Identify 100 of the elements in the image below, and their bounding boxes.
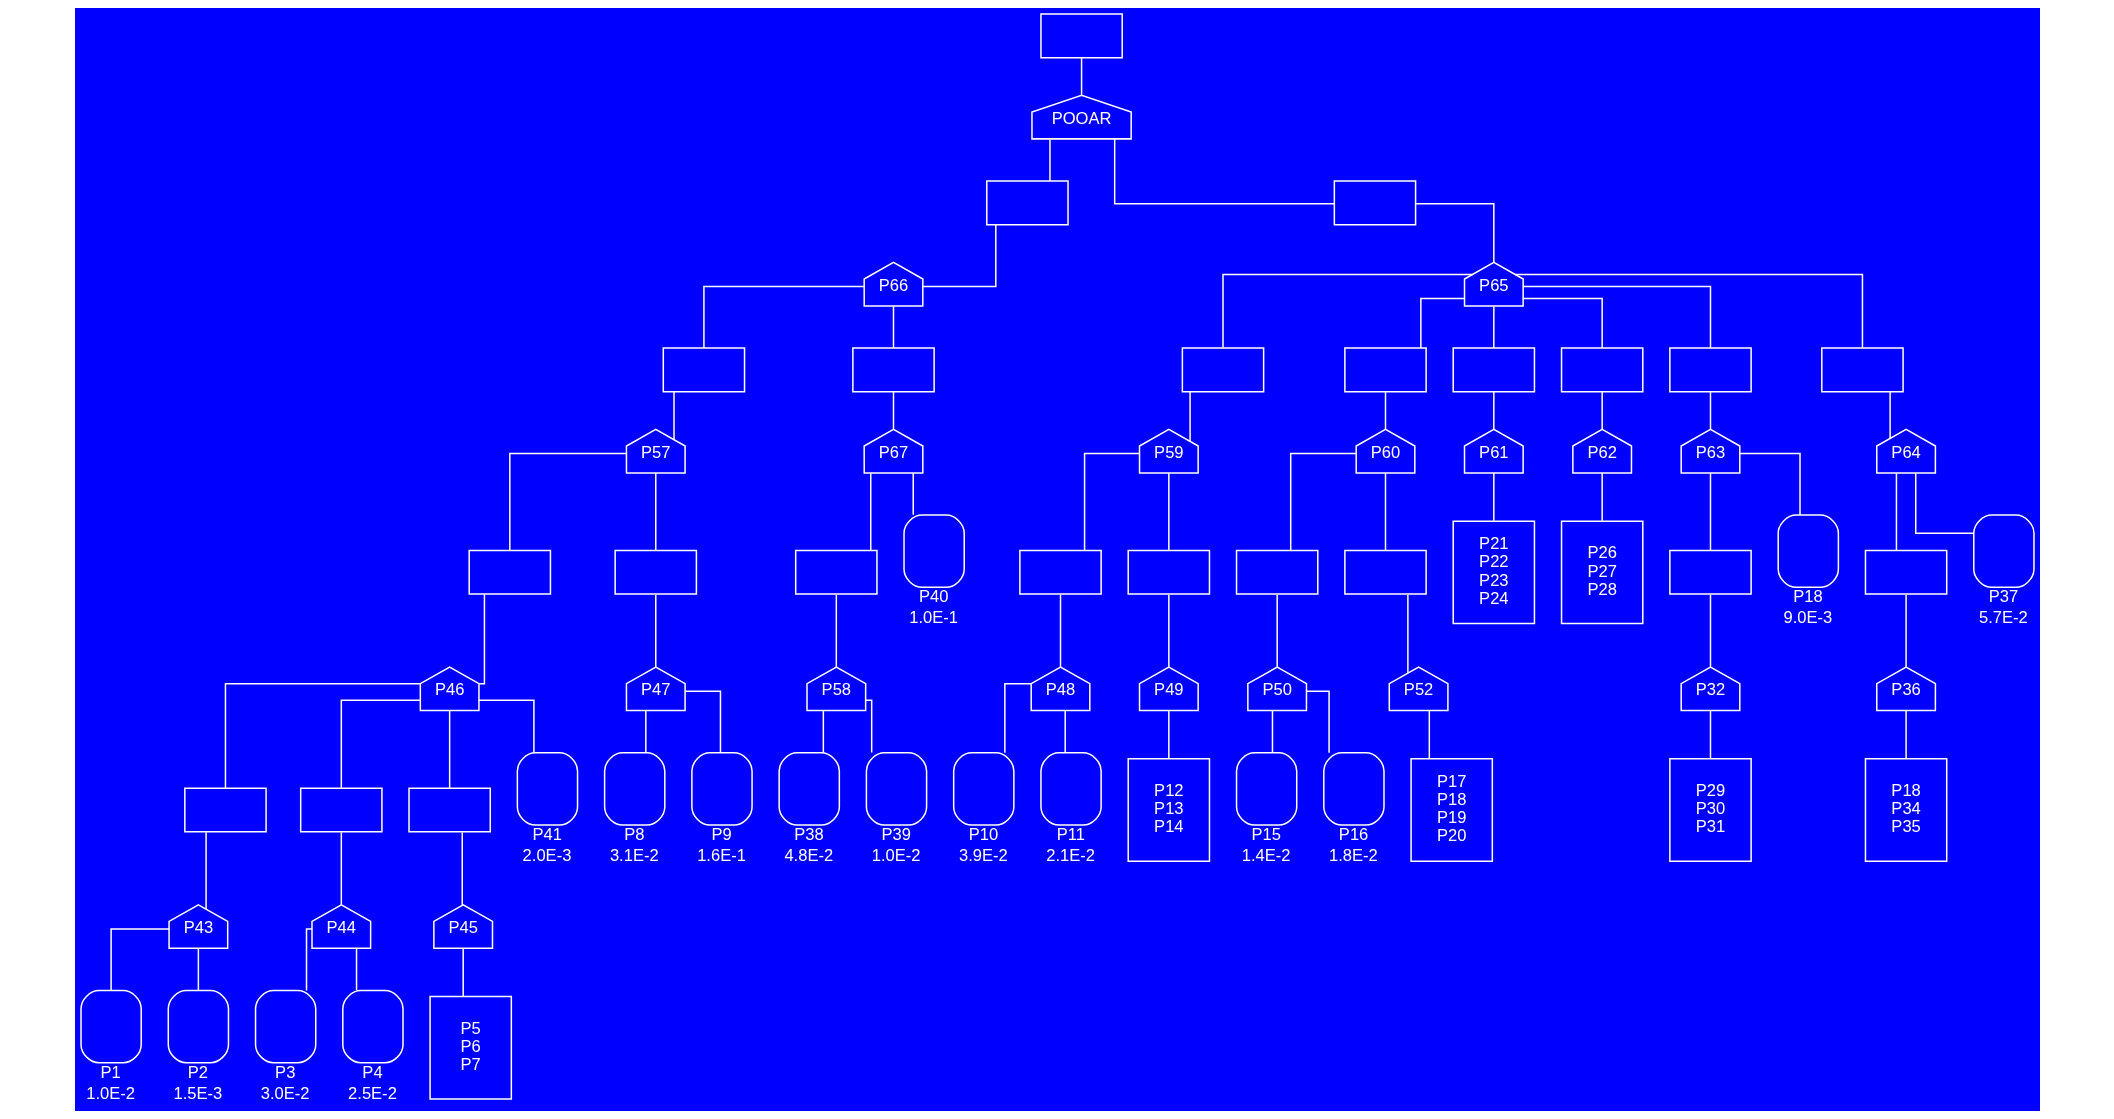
node-label: 1.6E-1 [696, 845, 746, 865]
node-label: P8 [623, 824, 644, 844]
node-box [662, 347, 745, 393]
node-box [79, 989, 142, 1064]
node-box: P29 P30 P31 [1668, 758, 1752, 862]
node-label: P11 [1056, 824, 1085, 844]
node-label: P16 [1338, 824, 1368, 844]
connector [1521, 297, 1603, 349]
node-box [1668, 347, 1752, 393]
node-box: P17 P18 P19 P20 [1409, 758, 1493, 862]
node-label: P2 [187, 1062, 208, 1082]
node-label: 1.5E-3 [173, 1083, 222, 1103]
connector [1113, 138, 1335, 205]
connector [1083, 452, 1141, 551]
connector [1709, 710, 1711, 760]
node-label: P1 [100, 1062, 121, 1082]
node-label: P38 [793, 824, 824, 844]
connector [1428, 710, 1430, 760]
connector [1188, 391, 1191, 442]
connector [835, 593, 837, 668]
node-label: 3.1E-2 [609, 845, 659, 865]
node-label: P15 [1251, 824, 1281, 844]
connector [921, 224, 997, 288]
node-label: P3 [274, 1062, 295, 1082]
node-label: 1.8E-2 [1328, 845, 1378, 865]
connector [1167, 593, 1170, 668]
node-box [603, 752, 666, 826]
node-label: P37 [1988, 587, 2018, 607]
connector [864, 699, 872, 754]
connector [1063, 710, 1066, 754]
connector [355, 947, 357, 991]
node-box [167, 989, 229, 1064]
node-box: P18 P34 P35 [1864, 758, 1947, 862]
connector [892, 305, 894, 349]
node-box [1820, 347, 1904, 393]
node-box [952, 752, 1015, 826]
connector [892, 391, 894, 430]
connector [644, 710, 647, 754]
node-box [1333, 180, 1416, 226]
connector [1521, 285, 1711, 349]
connector [197, 947, 199, 991]
node-box [516, 752, 578, 826]
connector [654, 472, 656, 551]
connector [1059, 593, 1061, 668]
node-label: P4 [361, 1062, 383, 1082]
node-label: 2.0E-3 [522, 845, 571, 865]
connector [654, 593, 656, 668]
node-label: 1.4E-2 [1241, 845, 1291, 865]
connector [1271, 710, 1273, 754]
connector [1914, 472, 1974, 534]
node-box [851, 347, 935, 393]
node-box [1235, 752, 1297, 826]
connector [683, 690, 721, 754]
node-label: 1.0E-1 [908, 608, 958, 628]
node-box [1776, 514, 1839, 589]
connector [508, 452, 627, 551]
connector [461, 831, 463, 906]
connector [1221, 273, 1473, 349]
node-box [407, 787, 491, 833]
connector [1080, 57, 1082, 96]
connector [1414, 202, 1495, 263]
connector [1600, 472, 1603, 522]
connector [1904, 593, 1907, 668]
node-box [1181, 347, 1264, 393]
node-box [777, 752, 840, 826]
node-label: 3.0E-2 [260, 1083, 310, 1103]
connector [869, 472, 871, 551]
node-box [1668, 549, 1752, 595]
node-box [1235, 549, 1319, 595]
connector [224, 682, 421, 789]
node-box: P12 P13 P14 [1126, 758, 1210, 862]
node-box [1343, 347, 1427, 393]
connector [1275, 593, 1278, 668]
connector [448, 710, 450, 789]
node-box [467, 549, 551, 595]
node-box [985, 180, 1069, 226]
connector [1888, 391, 1891, 439]
connector [1167, 472, 1170, 551]
node-box [794, 549, 878, 595]
node-box [613, 549, 697, 595]
connector [204, 831, 207, 910]
connector [305, 928, 313, 992]
node-box [1322, 752, 1385, 826]
connector [477, 593, 485, 685]
node-label: P18 [1792, 587, 1823, 607]
connector [1419, 297, 1465, 349]
node-box [1864, 549, 1947, 595]
connector [1003, 682, 1032, 754]
node-label: P10 [968, 824, 998, 844]
node-label: 1.0E-2 [871, 845, 920, 865]
node-box [341, 989, 404, 1064]
connector [1492, 305, 1495, 349]
node-label: 9.0E-3 [1782, 608, 1832, 628]
node-box [1560, 347, 1644, 393]
connector [1167, 710, 1170, 760]
node-box [1018, 549, 1102, 595]
node-box [183, 787, 267, 833]
connector [1709, 593, 1711, 668]
connector [1600, 391, 1603, 430]
node-box [1126, 549, 1210, 595]
